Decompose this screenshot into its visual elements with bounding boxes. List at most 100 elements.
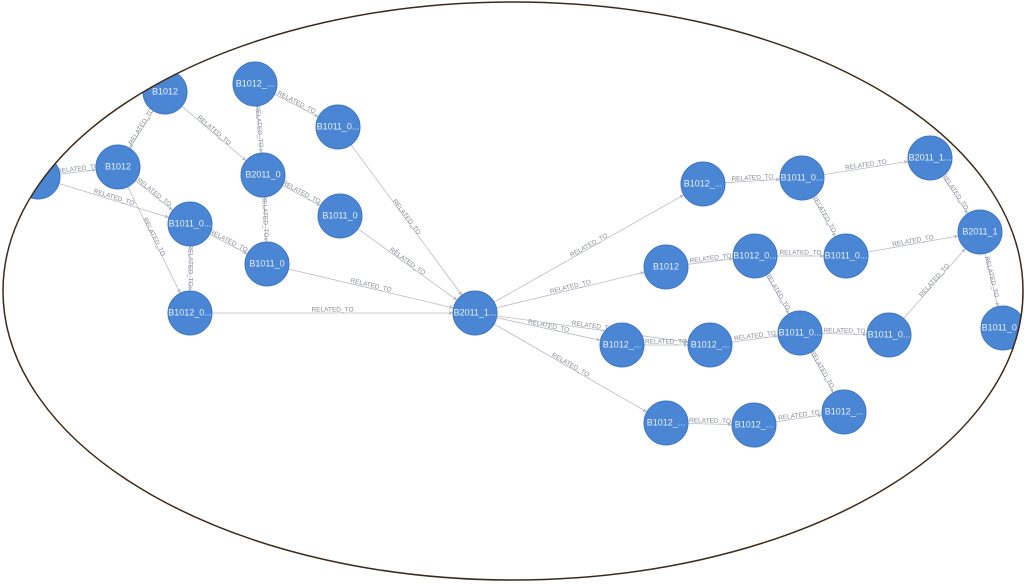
graph-node[interactable]: B1012 bbox=[142, 69, 188, 115]
graph-node[interactable] bbox=[15, 154, 61, 200]
node-circle[interactable] bbox=[643, 244, 689, 290]
edge-line bbox=[256, 105, 263, 154]
node-circle[interactable] bbox=[777, 310, 823, 356]
node-label: B1011_0... bbox=[825, 250, 868, 260]
edge-line bbox=[765, 274, 790, 315]
graph-node[interactable]: B2011_1... bbox=[452, 290, 498, 336]
graph-node[interactable]: B1012 bbox=[643, 244, 689, 290]
node-circle[interactable] bbox=[240, 152, 286, 198]
node-label: B2011_1... bbox=[454, 307, 497, 317]
node-label: B1012 bbox=[152, 86, 178, 96]
edge-line bbox=[135, 180, 173, 211]
edge-line bbox=[724, 177, 781, 184]
node-circle[interactable] bbox=[823, 233, 869, 279]
edge-line bbox=[731, 334, 779, 343]
node-label: B1011_0... bbox=[779, 327, 822, 337]
node-label: B1012_... bbox=[825, 406, 864, 416]
node-label: B1012_0... bbox=[168, 307, 212, 317]
edge-line bbox=[941, 176, 969, 214]
graph-node[interactable]: B1012_0... bbox=[167, 290, 213, 336]
edge: RELATED_TO bbox=[687, 417, 733, 427]
node-circle[interactable] bbox=[866, 312, 912, 358]
node-circle[interactable] bbox=[680, 161, 726, 207]
edge: RELATED_TO bbox=[186, 244, 193, 291]
node-label: B1011_0 bbox=[249, 258, 284, 268]
edge-line bbox=[357, 228, 458, 301]
node-circle[interactable] bbox=[599, 322, 645, 368]
graph-node[interactable]: B1011_0 bbox=[317, 193, 363, 239]
edge-line bbox=[127, 186, 181, 294]
edge: RELATED_TO bbox=[253, 105, 264, 154]
edge-line bbox=[493, 194, 685, 303]
node-circle[interactable] bbox=[315, 104, 361, 150]
edge-label: RELATED_TO bbox=[731, 173, 773, 183]
graph-node[interactable]: B1011_0... bbox=[167, 201, 213, 247]
edge-line bbox=[209, 233, 248, 255]
node-label: B1012_... bbox=[603, 339, 642, 349]
node-circle[interactable] bbox=[957, 209, 1003, 255]
edge-line bbox=[812, 196, 836, 238]
node-circle[interactable] bbox=[732, 233, 778, 279]
edge-line bbox=[867, 234, 959, 253]
node-label: B1011_0... bbox=[868, 329, 911, 339]
node-circle[interactable] bbox=[779, 155, 825, 201]
graph-node[interactable]: B1012_... bbox=[599, 322, 645, 368]
graph-node[interactable]: B2011_1 bbox=[957, 209, 1003, 255]
edge-line bbox=[493, 323, 648, 413]
node-label: B2011_1 bbox=[962, 226, 997, 236]
node-label: B1012 bbox=[653, 261, 679, 271]
graph-node[interactable]: B1012_... bbox=[731, 402, 777, 448]
node-circle[interactable] bbox=[907, 135, 953, 181]
graph-node[interactable]: B1012_... bbox=[687, 322, 733, 368]
node-label: B1012_... bbox=[647, 417, 686, 427]
node-circle[interactable] bbox=[643, 400, 689, 446]
node-label: B1011_0... bbox=[169, 218, 212, 228]
node-label: B1012_... bbox=[691, 339, 730, 349]
node-label: B1011_0... bbox=[317, 121, 360, 131]
edge-line bbox=[810, 352, 834, 393]
graph-node[interactable]: B1012 bbox=[95, 144, 141, 190]
graph-node[interactable]: B2011_0 bbox=[240, 152, 286, 198]
node-circle[interactable] bbox=[980, 305, 1024, 351]
edge-label: RELATED_TO bbox=[260, 195, 269, 237]
graph-node[interactable]: B1011_0 bbox=[244, 241, 290, 287]
node-label: B1011_0 bbox=[322, 210, 357, 220]
edge: RELATED_TO bbox=[260, 195, 269, 243]
edge: RELATED_TO bbox=[777, 250, 824, 258]
graph-node[interactable]: B1011_0... bbox=[315, 104, 361, 150]
node-circle[interactable] bbox=[317, 193, 363, 239]
graph-node[interactable]: B1011_0... bbox=[779, 155, 825, 201]
edge-label: RELATED_TO bbox=[311, 307, 353, 314]
edge-line bbox=[687, 422, 733, 427]
graph-node[interactable]: B1012_... bbox=[821, 389, 867, 435]
node-circle[interactable] bbox=[821, 389, 867, 435]
node-circle[interactable] bbox=[232, 61, 278, 107]
graph-node[interactable]: B1012_0... bbox=[732, 233, 778, 279]
edge-line bbox=[775, 413, 823, 423]
node-circle[interactable] bbox=[731, 402, 777, 448]
edge-line bbox=[129, 110, 154, 149]
edge-line bbox=[59, 168, 97, 175]
node-label: B1011_0... bbox=[781, 172, 824, 182]
graph-node[interactable]: B1011_0... bbox=[980, 305, 1024, 351]
node-circle[interactable] bbox=[15, 154, 61, 200]
node-circle[interactable] bbox=[167, 201, 213, 247]
graph-node[interactable]: B1011_0... bbox=[866, 312, 912, 358]
node-circle[interactable] bbox=[95, 144, 141, 190]
node-circle[interactable] bbox=[687, 322, 733, 368]
graph-node[interactable]: B2011_1... bbox=[907, 135, 953, 181]
graph-node[interactable]: B1012_... bbox=[680, 161, 726, 207]
node-circle[interactable] bbox=[167, 290, 213, 336]
node-label: B1012_... bbox=[684, 178, 723, 188]
node-circle[interactable] bbox=[244, 241, 290, 287]
graph-node[interactable]: B1011_0... bbox=[823, 233, 869, 279]
edge-line bbox=[181, 105, 247, 162]
graph-node[interactable]: B1011_0... bbox=[777, 310, 823, 356]
graph-node[interactable]: B1012_... bbox=[643, 400, 689, 446]
node-circle[interactable] bbox=[452, 290, 498, 336]
graph-node[interactable]: B1012_... bbox=[232, 61, 278, 107]
edge-line bbox=[823, 160, 909, 175]
edge-label: RELATED_TO bbox=[779, 250, 821, 257]
